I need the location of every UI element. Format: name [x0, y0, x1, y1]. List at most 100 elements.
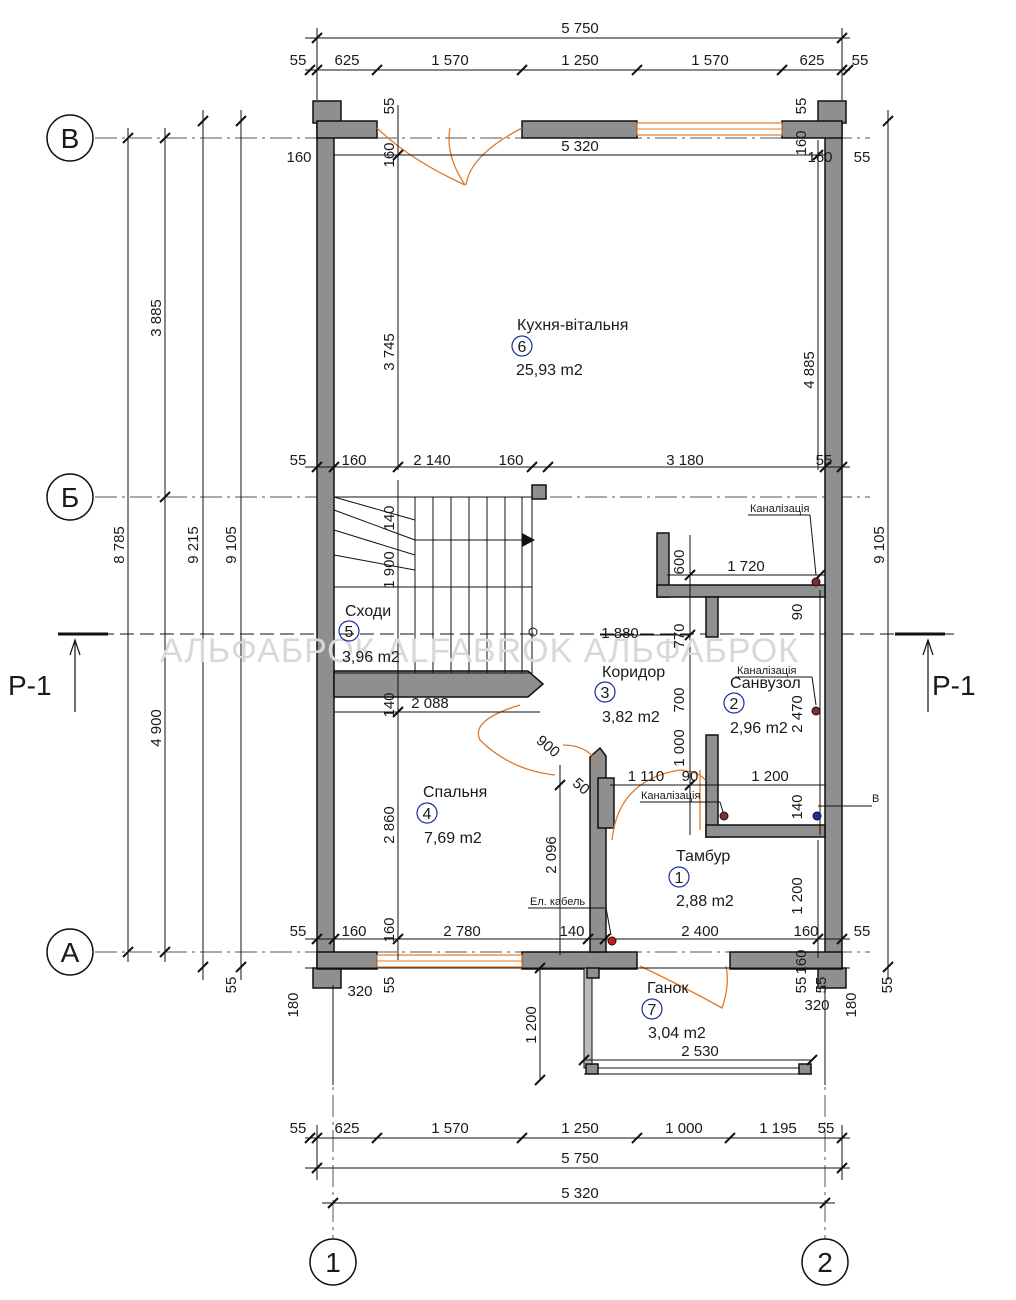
dim-top-7: 55: [852, 52, 869, 69]
room-number: 6: [518, 339, 527, 356]
doors: [376, 127, 728, 1009]
dim-door-1110: 1 110: [628, 768, 664, 785]
dim-corr-770: 770: [671, 623, 688, 648]
room-name: Сходи: [345, 603, 391, 620]
axis-label-2: 2: [817, 1247, 833, 1278]
note-sewer-3: Каналізація: [641, 790, 700, 802]
dim-left-3885: 3 885: [148, 299, 165, 337]
dim-kitchen-height: 3 745: [381, 333, 398, 371]
dimension-ticks: [122, 32, 894, 1209]
dim-mid-2140: 2 140: [413, 452, 451, 469]
dim-bot-55-r: 55: [854, 923, 871, 940]
dim-corr-700: 700: [671, 687, 688, 712]
dim-bottom-4: 1 250: [561, 1120, 599, 1137]
dim-bottom-1: 55: [290, 1120, 307, 1137]
dim-corr-1880: 1 880: [601, 625, 639, 642]
dim-bottom-2: 625: [334, 1120, 359, 1137]
dim-stair-2088: 2 088: [411, 695, 449, 712]
dim-door-900: 900: [533, 732, 563, 761]
room-kitchen: Кухня-вітальня 6 25,93 m2: [511, 317, 628, 379]
dim-bot-160-r: 160: [793, 923, 818, 940]
dim-bed-2860: 2 860: [381, 806, 398, 844]
room-area: 3,04 m2: [648, 1025, 706, 1042]
dim-left-9105: 9 105: [223, 526, 240, 564]
dim-top-inner-160-l: 160: [286, 149, 311, 166]
room-number: 1: [675, 870, 684, 887]
dim-top-3: 1 570: [431, 52, 469, 69]
axis-bubbles: В Б А 1 2: [46, 114, 849, 1286]
stairs: [333, 496, 538, 674]
axis-label-v: В: [61, 123, 80, 154]
dim-top-4: 1 250: [561, 52, 599, 69]
room-number: 3: [601, 685, 610, 702]
dim-kitchen-right: 4 885: [801, 351, 818, 389]
dim-top-total: 5 750: [561, 20, 599, 37]
dim-bath-1200: 1 200: [751, 768, 789, 785]
dim-bath-140: 140: [789, 794, 806, 819]
dim-bottom-5: 1 000: [665, 1120, 703, 1137]
dim-top-inner-160-b: 160: [793, 130, 810, 155]
dim-left-8785: 8 785: [111, 526, 128, 564]
dimension-labels: 5 750 55 625 1 570 1 250 1 570 625 55 55…: [111, 20, 896, 1202]
dim-porch-2530: 2 530: [681, 1043, 719, 1060]
watermark: АЛЬФАБРОК ALFABROK АЛЬФАБРОК: [160, 632, 799, 670]
room-name: Санвузол: [730, 675, 801, 692]
room-stairs: Сходи 5 3,96 m2: [338, 603, 400, 666]
dim-top-inner-55-b: 55: [793, 98, 810, 115]
utility-notes: Каналізація Каналізація Каналізація Ел. …: [528, 503, 879, 946]
dim-top-inner-55-r: 55: [854, 149, 871, 166]
dim-bot-160-b: 160: [793, 949, 810, 974]
dim-bottom-7: 55: [818, 1120, 835, 1137]
dim-mid-3180: 3 180: [666, 452, 704, 469]
dim-stair-140: 140: [381, 505, 398, 530]
room-name: Спальня: [423, 784, 487, 801]
dim-porch-180-r: 180: [843, 992, 860, 1017]
room-number: 5: [345, 624, 354, 641]
axis-marker-1: 1: [309, 1238, 357, 1286]
note-cable: Ел. кабель: [530, 896, 585, 908]
room-area: 7,69 m2: [424, 830, 482, 847]
room-name: Коридор: [602, 664, 665, 681]
dim-bot-55-l: 55: [290, 923, 307, 940]
dim-mid-55-r: 55: [816, 452, 833, 469]
room-number: 2: [730, 696, 739, 713]
dim-top-inner-55-a: 55: [381, 98, 398, 115]
dim-stair-1900: 1 900: [381, 551, 398, 589]
dim-mid-55-l: 55: [290, 452, 307, 469]
dim-bot-2400: 2 400: [681, 923, 719, 940]
dim-top-1: 55: [290, 52, 307, 69]
dim-bath-600: 600: [671, 549, 688, 574]
dim-bath-1720: 1 720: [727, 558, 765, 575]
dim-bottom-6: 1 195: [759, 1120, 797, 1137]
dim-bed-2096: 2 096: [543, 836, 560, 874]
dim-porch-320-l: 320: [347, 983, 372, 1000]
room-bedroom: Спальня 4 7,69 m2: [416, 784, 487, 847]
dim-top-6: 625: [799, 52, 824, 69]
axis-marker-b: Б: [46, 473, 94, 521]
dim-bottom-total: 5 750: [561, 1150, 599, 1167]
dim-bot-160-a: 160: [381, 917, 398, 942]
dim-stair-140b: 140: [381, 692, 398, 717]
dim-left-9215: 9 215: [185, 526, 202, 564]
dim-mid-160b: 160: [498, 452, 523, 469]
dim-top-inner-160-r: 160: [807, 149, 832, 166]
room-area: 2,96 m2: [730, 720, 788, 737]
dim-bottom-3: 1 570: [431, 1120, 469, 1137]
room-name: Ганок: [647, 980, 689, 997]
dim-bot-55-b: 55: [793, 977, 810, 994]
walls: [312, 100, 847, 989]
room-area: 3,96 m2: [342, 649, 400, 666]
dim-mid-160: 160: [341, 452, 366, 469]
room-area: 2,88 m2: [676, 893, 734, 910]
dim-top-5: 1 570: [691, 52, 729, 69]
dim-porch-320-r: 320: [804, 997, 829, 1014]
dim-bath-2470: 2 470: [789, 695, 806, 733]
note-sewer-1: Каналізація: [750, 503, 809, 515]
room-name: Тамбур: [676, 848, 730, 865]
room-area: 3,82 m2: [602, 709, 660, 726]
note-sewer-2: Каналізація: [737, 665, 796, 677]
room-bathroom: Санвузол 2 2,96 m2: [723, 675, 801, 737]
dim-left-4900: 4 900: [148, 709, 165, 747]
dim-bath-90: 90: [789, 604, 806, 621]
